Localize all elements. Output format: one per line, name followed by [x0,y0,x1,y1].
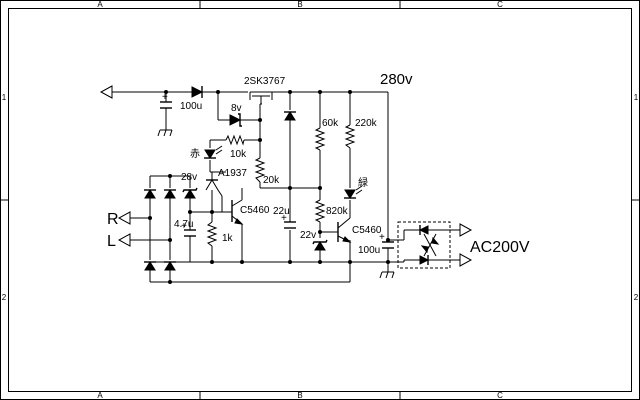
cap-4u7: + [181,221,196,240]
label-r-60k: 60k [322,118,339,129]
label-c-22u: 22u [273,206,290,217]
zone-top-a: A [97,0,103,9]
cap-22u: + [281,213,296,229]
diode-series [191,86,204,98]
zone-right-1: 1 [634,93,639,102]
label-led-green: 緑 [358,176,368,189]
label-c-out: 100u [180,101,202,112]
svg-text:+: + [379,232,385,243]
led-red [204,145,223,159]
label-r-1k: 1k [222,233,234,244]
mosfet-2sk3767 [249,91,273,104]
label-q-c5460-left: C5460 [240,205,270,216]
label-ac-in: AC200V [470,239,530,256]
svg-text:+: + [281,213,287,224]
diode-clamp [284,111,296,121]
output-l-arrow-icon [117,233,131,247]
label-r-10k: 10k [230,149,247,160]
label-led-red: 赤 [190,148,200,160]
resistor-220k [344,124,356,149]
ac-input-arrow-bottom-icon [459,253,473,267]
label-q-a1937: A1937 [218,168,247,179]
label-c-4u7: 4.7u [174,219,193,230]
resistor-20k [254,157,266,183]
zone-top-b: B [297,0,302,9]
label-mosfet: 2SK3767 [244,76,286,87]
label-r-220k: 220k [355,118,378,129]
transistor-a1937 [205,171,226,197]
zener-22v [312,239,328,251]
ground-symbol-left [157,129,173,137]
zener-8v [229,113,242,127]
resistor-10k [225,134,245,146]
cap-output-100u: + [160,92,172,112]
zone-top-c: C [497,0,503,9]
junctions [148,90,390,284]
bridge-left-diodes [144,189,176,271]
resistor-1k [206,221,218,247]
wires [112,91,460,283]
zone-left-2: 2 [2,293,7,302]
zone-bottom-a: A [97,391,103,400]
label-r-20k: 20k [263,175,280,186]
output-r-arrow-icon [117,211,131,225]
zone-bottom-b: B [297,391,302,400]
zener-28v [182,187,198,199]
label-r-820k: 820k [326,206,349,217]
transistor-c5460-right [337,217,352,243]
label-zener-28v: 28v [181,172,197,183]
label-zener-22v: 22v [300,230,316,241]
bridge-rectifier [403,225,440,265]
zone-left-1: 1 [2,93,7,102]
led-green [344,185,363,199]
ground-symbol-right [379,271,395,279]
resistor-60k [314,127,326,151]
ac-input-arrow-top-icon [459,223,473,237]
label-out-r: R [107,211,119,228]
zone-bottom-c: C [497,391,503,400]
label-out-l: L [107,233,116,250]
bridge-rectifier-box [397,221,451,269]
label-zener-8v: 8v [231,103,242,114]
output-arrow-icon [99,85,113,99]
cap-input-100u: + [379,232,394,249]
svg-text:+: + [181,221,187,232]
transistor-c5460-left [231,199,244,225]
label-c-in: 100u [358,245,380,256]
label-q-c5460-right: C5460 [352,225,382,236]
zone-right-2: 2 [634,293,639,302]
svg-text:+: + [162,92,168,103]
label-280v: 280v [380,71,413,88]
inner-frame [8,8,632,392]
resistor-820k [314,199,326,223]
